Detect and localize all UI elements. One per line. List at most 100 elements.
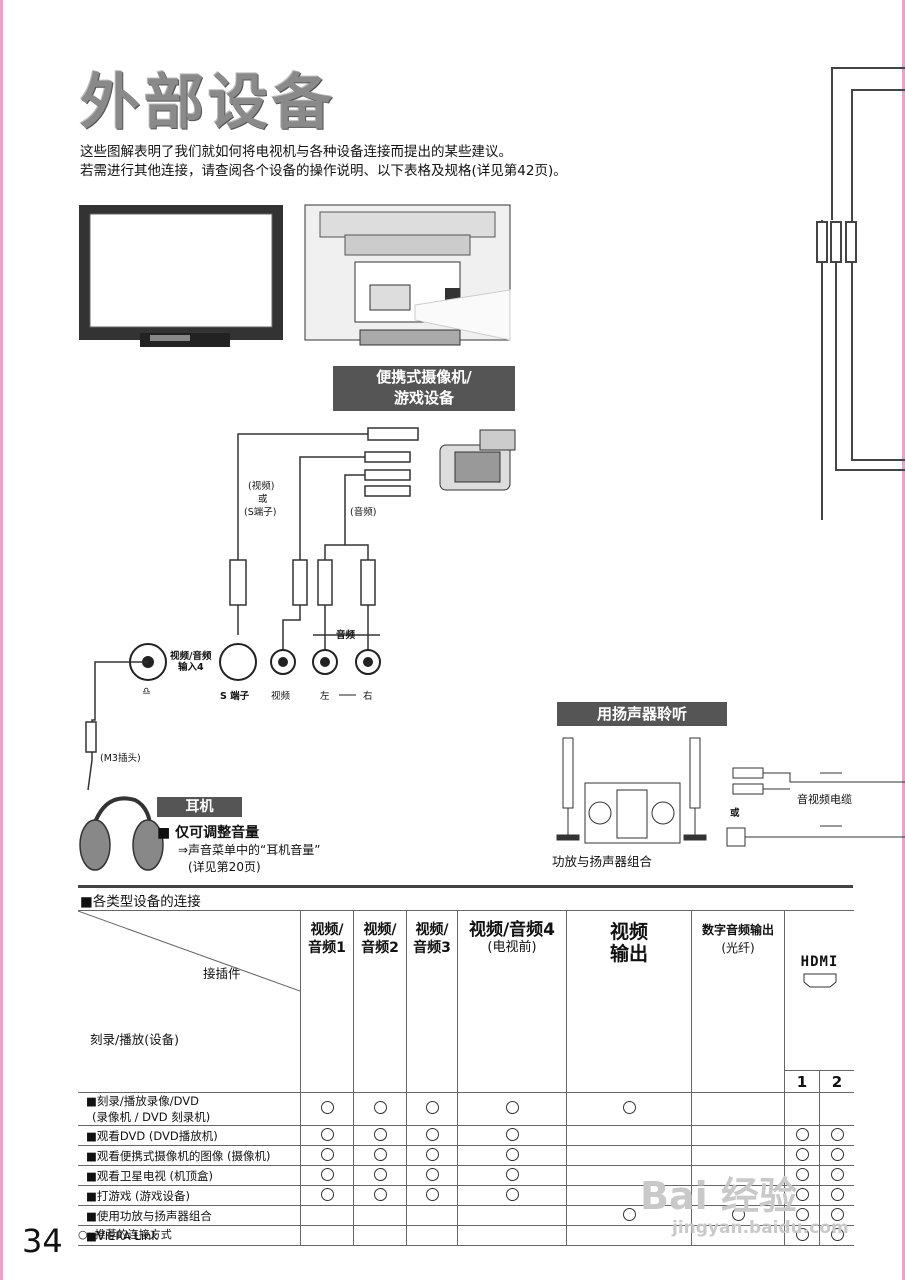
- table-cell: [785, 1126, 820, 1146]
- camcorder-section-title: 便携式摄像机/ 游戏设备: [333, 366, 515, 411]
- table-cell: [301, 1146, 354, 1166]
- table-row: ■观看DVD (DVD播放机): [78, 1126, 854, 1146]
- table-cell: [354, 1206, 407, 1226]
- table-cell: [567, 1093, 692, 1126]
- table-cell: [458, 1186, 567, 1206]
- recommended-circle-icon: [506, 1188, 519, 1201]
- table-cell: [820, 1186, 855, 1206]
- headphone-section-title: 耳机: [157, 797, 242, 817]
- table-cell: [301, 1093, 354, 1126]
- panel-video-label: 视频: [271, 688, 290, 702]
- hdmi-sub-1: 1: [785, 1071, 820, 1093]
- recommended-circle-icon: [831, 1148, 844, 1161]
- table-cell: [692, 1126, 785, 1146]
- corner-top-label: 接插件: [203, 963, 241, 982]
- recommended-circle-icon: [506, 1168, 519, 1181]
- row-label: ■刻录/播放录像/DVD(录像机 / DVD 刻录机): [78, 1093, 301, 1126]
- watermark-url: jingyan.baidu.com: [672, 1218, 849, 1238]
- recommended-circle-icon: [623, 1208, 636, 1221]
- recommended-circle-icon: [321, 1101, 334, 1114]
- or-label: 或: [258, 491, 268, 505]
- table-cell: [692, 1093, 785, 1126]
- recommended-circle-icon: [506, 1101, 519, 1114]
- recommended-circle-icon: [426, 1148, 439, 1161]
- header-av4: 视频/音频4(电视前): [458, 911, 567, 1093]
- table-corner-cell: 接插件 刻录/播放(设备): [78, 911, 301, 1093]
- panel-right-label: 右: [363, 688, 373, 702]
- tv-back-illustration: [305, 205, 510, 345]
- recommended-circle-icon: [831, 1168, 844, 1181]
- front-panel-jacks: [130, 644, 380, 695]
- hdmi-sub-2: 2: [820, 1071, 855, 1093]
- table-cell: [407, 1166, 458, 1186]
- av-cables: [230, 428, 418, 650]
- recommended-circle-icon: [796, 1168, 809, 1181]
- plug-label: (M3插头): [100, 750, 141, 764]
- table-legend: ○: 推荐的连接方式: [78, 1226, 172, 1242]
- table-cell: [820, 1166, 855, 1186]
- headphone-note-line2: (详见第20页): [188, 858, 261, 875]
- table-cell: [301, 1186, 354, 1206]
- table-cell: [301, 1206, 354, 1226]
- recommended-circle-icon: [374, 1101, 387, 1114]
- watermark-brand: Bai 经验: [640, 1165, 797, 1220]
- recommended-circle-icon: [831, 1188, 844, 1201]
- headphone-note-line1: ⇒声音菜单中的“耳机音量”: [178, 841, 321, 858]
- recommended-circle-icon: [623, 1101, 636, 1114]
- table-cell: [458, 1166, 567, 1186]
- row-label: ■打游戏 (游戏设备): [78, 1186, 301, 1206]
- recommended-circle-icon: [796, 1188, 809, 1201]
- cable-label: 音视频电缆: [797, 791, 852, 807]
- recommended-circle-icon: [321, 1168, 334, 1181]
- panel-audio-label: 音频: [336, 627, 355, 641]
- video-label: (视频): [248, 478, 274, 492]
- header-digital-audio: 数字音频输出(光纤): [692, 911, 785, 1093]
- table-row: ■观看便携式摄像机的图像 (摄像机): [78, 1146, 854, 1166]
- table-cell: [458, 1206, 567, 1226]
- table-cell: [301, 1126, 354, 1146]
- table-cell: [354, 1166, 407, 1186]
- recommended-circle-icon: [506, 1148, 519, 1161]
- recommended-circle-icon: [426, 1168, 439, 1181]
- table-cell: [301, 1166, 354, 1186]
- table-cell: [407, 1093, 458, 1126]
- recommended-circle-icon: [374, 1188, 387, 1201]
- panel-left-label: 左: [320, 688, 330, 702]
- panel-av4-label: 视频/音频 输入4: [170, 651, 211, 673]
- table-cell: [785, 1146, 820, 1166]
- page-number: 34: [22, 1222, 63, 1260]
- table-row: ■刻录/播放录像/DVD(录像机 / DVD 刻录机): [78, 1093, 854, 1126]
- right-cable-illustration: [817, 68, 905, 520]
- recommended-circle-icon: [321, 1148, 334, 1161]
- headphone-illustration: [80, 662, 163, 870]
- table-cell: [785, 1093, 820, 1126]
- row-label: ■观看便携式摄像机的图像 (摄像机): [78, 1146, 301, 1166]
- table-cell: [407, 1186, 458, 1206]
- s-video-label: (S端子): [244, 504, 276, 518]
- table-cell: [354, 1226, 407, 1246]
- speaker-or-label: 或: [730, 805, 740, 819]
- headphone-jack-icon: ♎: [142, 686, 151, 697]
- speaker-system-illustration: [557, 738, 905, 846]
- table-cell: [407, 1206, 458, 1226]
- corner-bottom-label: 刻录/播放(设备): [90, 1029, 179, 1048]
- camcorder-illustration: [440, 430, 515, 490]
- row-label: ■观看DVD (DVD播放机): [78, 1126, 301, 1146]
- speaker-section-title: 用扬声器聆听: [557, 702, 727, 726]
- recommended-circle-icon: [426, 1188, 439, 1201]
- table-cell: [301, 1226, 354, 1246]
- header-av1: 视频/音频1: [301, 911, 354, 1093]
- hdmi-port-icon: [800, 971, 840, 989]
- header-av3: 视频/音频3: [407, 911, 458, 1093]
- header-av2: 视频/音频2: [354, 911, 407, 1093]
- table-cell: [458, 1226, 567, 1246]
- table-cell: [458, 1146, 567, 1166]
- table-cell: [820, 1126, 855, 1146]
- table-cell: [354, 1186, 407, 1206]
- recommended-circle-icon: [831, 1128, 844, 1141]
- panel-s-label: S 端子: [220, 688, 249, 702]
- table-cell: [407, 1226, 458, 1246]
- row-label: ■观看卫星电视 (机顶盒): [78, 1166, 301, 1186]
- table-cell: [458, 1093, 567, 1126]
- audio-label: (音频): [350, 504, 376, 518]
